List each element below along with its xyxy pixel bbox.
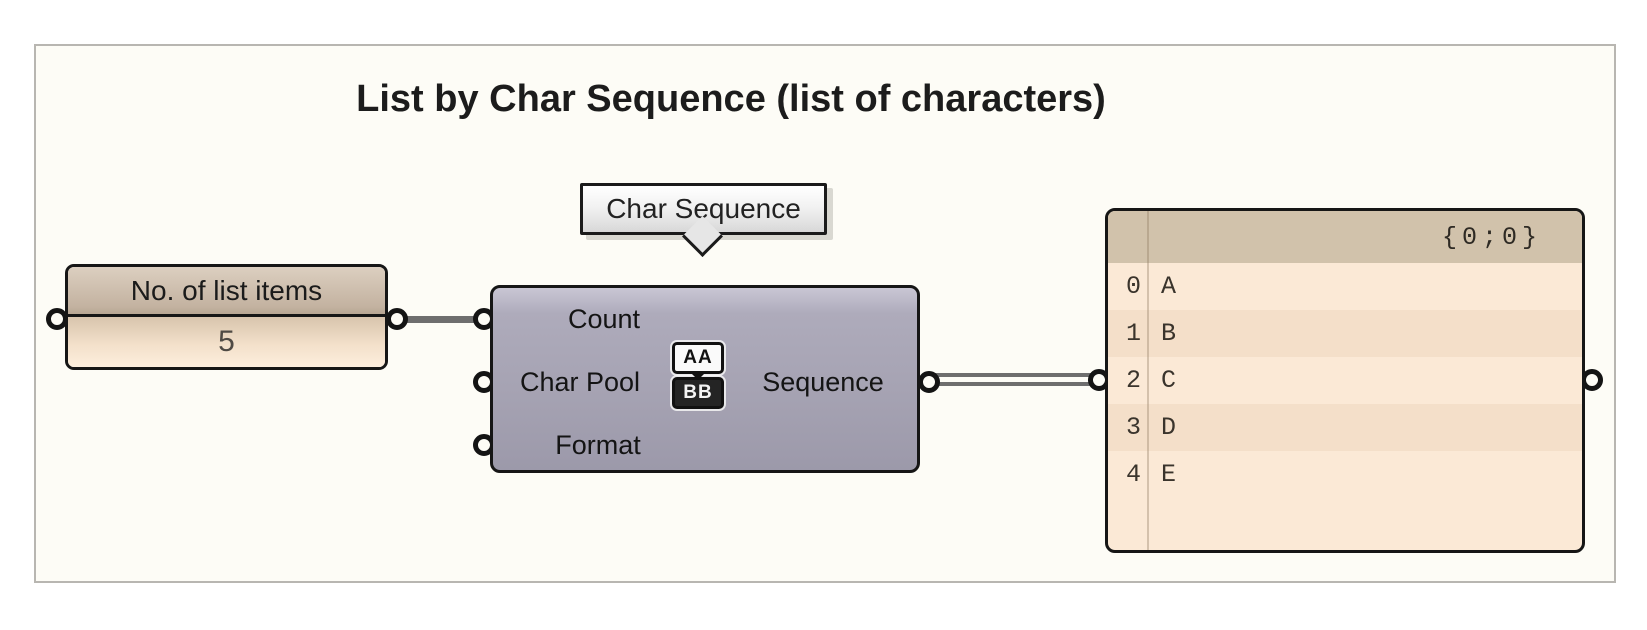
data-path-header: {0;0} — [1108, 211, 1582, 263]
output-data-panel[interactable]: {0;0} 0 A 1 B 2 C 3 D 4 E — [1105, 208, 1585, 553]
data-row: 4 E — [1108, 451, 1582, 498]
number-panel-title: No. of list items — [68, 267, 385, 314]
data-row: 0 A — [1108, 263, 1582, 310]
row-value: E — [1161, 460, 1177, 489]
wire-count[interactable] — [397, 316, 489, 323]
data-row: 2 C — [1108, 357, 1582, 404]
group-title: List by Char Sequence (list of character… — [356, 78, 1106, 120]
data-row: 1 B — [1108, 310, 1582, 357]
row-index: 4 — [1125, 460, 1141, 489]
icon-notch — [689, 371, 707, 380]
row-index: 0 — [1125, 272, 1141, 301]
number-panel-output-grip[interactable] — [386, 308, 408, 330]
index-column-divider — [1147, 211, 1149, 550]
charpool-port-label[interactable]: Char Pool — [519, 367, 641, 397]
sequence-output-grip[interactable] — [918, 371, 940, 393]
row-value: C — [1161, 366, 1177, 395]
data-row: 3 D — [1108, 404, 1582, 451]
number-panel-value[interactable]: 5 — [68, 317, 385, 367]
row-value: D — [1161, 413, 1177, 442]
sequence-port-label[interactable]: Sequence — [762, 367, 884, 397]
icon-bb-box: BB — [672, 377, 724, 409]
format-port-label[interactable]: Format — [555, 430, 641, 460]
row-index: 1 — [1125, 319, 1141, 348]
wire-sequence-list[interactable] — [929, 373, 1099, 386]
row-index: 2 — [1125, 366, 1141, 395]
row-value: B — [1161, 319, 1177, 348]
number-panel-divider — [68, 314, 385, 317]
icon-aa-box: AA — [672, 342, 724, 374]
number-panel[interactable]: No. of list items 5 — [65, 264, 388, 370]
count-port-label[interactable]: Count — [567, 304, 641, 334]
row-index: 3 — [1125, 413, 1141, 442]
row-value: A — [1161, 272, 1177, 301]
